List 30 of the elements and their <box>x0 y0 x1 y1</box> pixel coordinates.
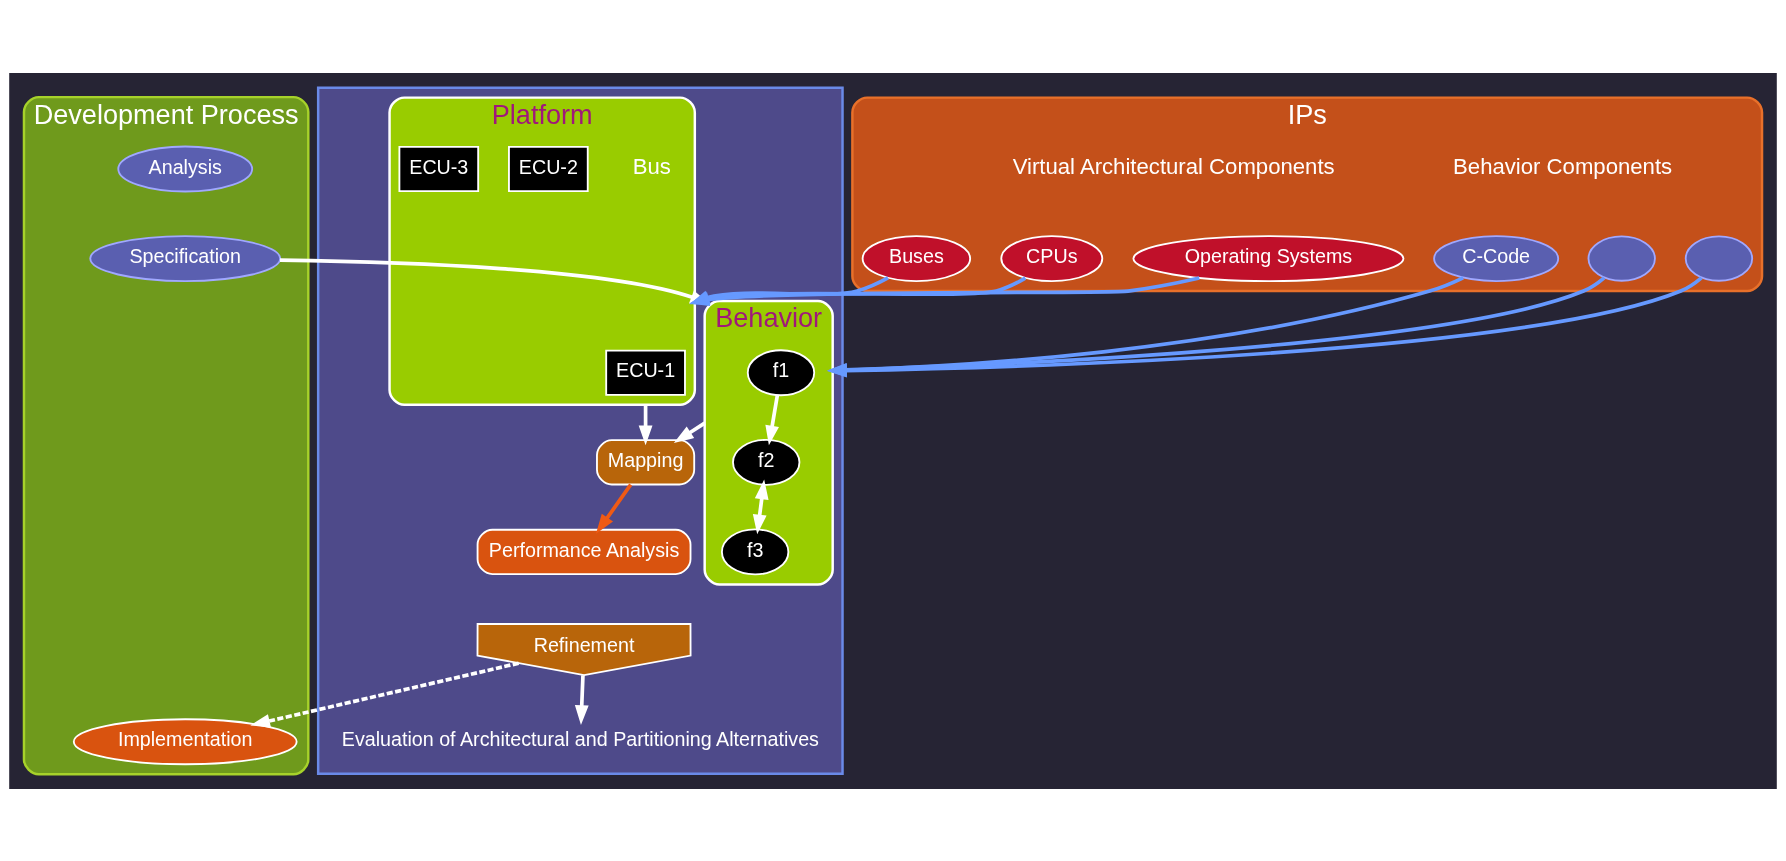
node-ellipse: f1 <box>746 348 816 396</box>
arrow <box>574 674 589 725</box>
node-ellipse: f3 <box>720 528 790 575</box>
arrow <box>752 479 769 534</box>
node-ellipse <box>1587 235 1656 282</box>
arrow <box>827 275 1464 377</box>
arrow <box>765 394 780 445</box>
node-box: ECU-3 <box>398 145 480 192</box>
node-box: ECU-1 <box>605 349 686 396</box>
node-text: Evaluation of Architectural and Partitioning Alternatives <box>341 727 819 750</box>
label: Behavior Components <box>1453 153 1673 179</box>
node-ellipse: Specification <box>89 234 282 282</box>
label: Bus <box>632 153 671 179</box>
node-ellipse: Implementation <box>72 717 298 765</box>
arrow <box>596 483 633 534</box>
node-ellipse <box>1684 235 1754 282</box>
node-ellipse: Operating Systems <box>1132 234 1405 282</box>
node-box: Mapping <box>596 438 696 485</box>
cluster <box>316 86 844 775</box>
node-box: Performance Analysis <box>476 528 692 575</box>
node-box: ECU-2 <box>508 145 589 192</box>
node-ellipse: Analysis <box>117 145 254 192</box>
label: Virtual Architectural Components <box>1012 153 1335 179</box>
node-ellipse: C-Code <box>1433 234 1560 282</box>
node-ellipse: Buses <box>861 234 972 282</box>
arrow <box>638 404 653 445</box>
node-ellipse: f2 <box>732 438 801 486</box>
arrow <box>250 660 520 728</box>
arrow <box>673 421 706 443</box>
node-ellipse: CPUs <box>1000 234 1104 282</box>
